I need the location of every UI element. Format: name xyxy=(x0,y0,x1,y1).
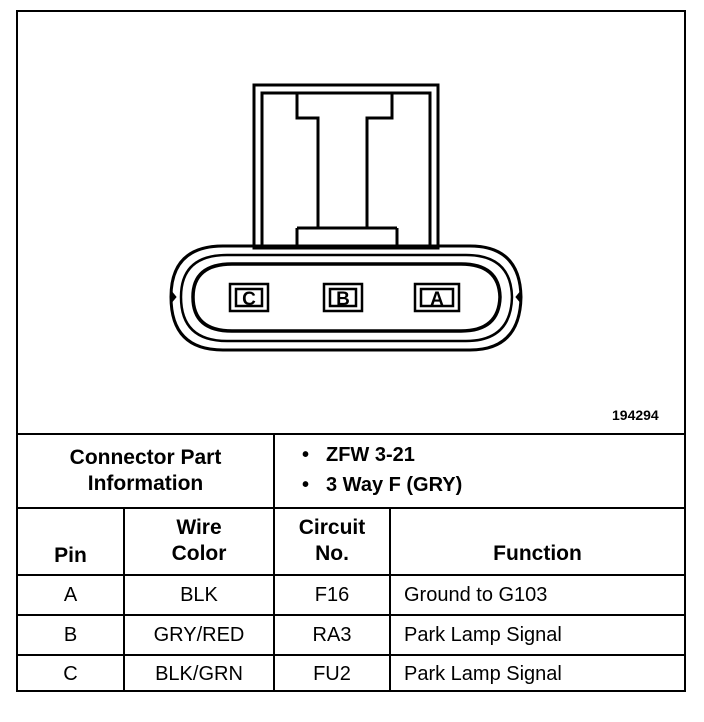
row-c-wire-color: BLK/GRN xyxy=(155,663,243,685)
row-a-circuit: F16 xyxy=(314,584,350,606)
pin-label-c: C xyxy=(242,289,256,310)
row-a-wire-color: BLK xyxy=(180,584,218,606)
row-b-circuit: RA3 xyxy=(312,624,352,646)
part-info-item: • 3 Way F (GRY) xyxy=(302,470,672,500)
table-top-rule xyxy=(16,433,686,435)
row-a-pin: A xyxy=(63,584,78,606)
part-info-label-line2: Information xyxy=(87,472,204,495)
row-c-pin: C xyxy=(63,663,78,685)
row-a-bottom-rule xyxy=(16,614,686,616)
header-wire-color-line1: Wire xyxy=(176,516,222,539)
row-b-wire-color: GRY/RED xyxy=(153,624,245,646)
col-divider-3 xyxy=(389,507,391,692)
part-info-item: • ZFW 3-21 xyxy=(302,440,672,470)
row-b-pin: B xyxy=(63,624,78,646)
pin-label-b: B xyxy=(336,289,350,310)
bullet-icon: • xyxy=(302,444,310,466)
info-divider xyxy=(273,433,275,509)
info-bottom-rule xyxy=(16,507,686,509)
col-divider-1 xyxy=(123,507,125,692)
col-divider-2 xyxy=(273,507,275,692)
part-info-item-text: ZFW 3-21 xyxy=(326,444,415,466)
header-circuit: Circuit No. xyxy=(275,511,389,571)
pin-cavity-b xyxy=(322,282,364,313)
header-function: Function xyxy=(493,542,582,565)
part-info-label: Connector Part Information xyxy=(18,435,273,507)
header-pin: Pin xyxy=(54,544,87,567)
connector-body xyxy=(169,244,523,352)
bullet-icon: • xyxy=(302,474,310,496)
row-b-bottom-rule xyxy=(16,654,686,656)
header-circuit-line2: No. xyxy=(315,542,349,565)
pin-cavity-c xyxy=(228,282,270,313)
row-a-function: Ground to G103 xyxy=(404,584,548,606)
pin-label-a: A xyxy=(430,289,444,310)
header-circuit-line1: Circuit xyxy=(298,516,366,539)
pin-cavity-a xyxy=(413,282,461,313)
row-c-function: Park Lamp Signal xyxy=(404,663,562,685)
connector-latch xyxy=(252,83,440,250)
row-c-circuit: FU2 xyxy=(313,663,351,685)
part-info-list: • ZFW 3-21 • 3 Way F (GRY) xyxy=(302,440,672,500)
header-wire-color: Wire Color xyxy=(125,511,273,571)
row-b-function: Park Lamp Signal xyxy=(404,624,562,646)
figure-id: 194294 xyxy=(612,407,659,423)
part-info-item-text: 3 Way F (GRY) xyxy=(326,474,463,496)
diagram-frame xyxy=(16,10,686,692)
header-bottom-rule xyxy=(16,574,686,576)
part-info-label-line1: Connector Part xyxy=(69,446,222,469)
header-wire-color-line2: Color xyxy=(171,542,227,565)
